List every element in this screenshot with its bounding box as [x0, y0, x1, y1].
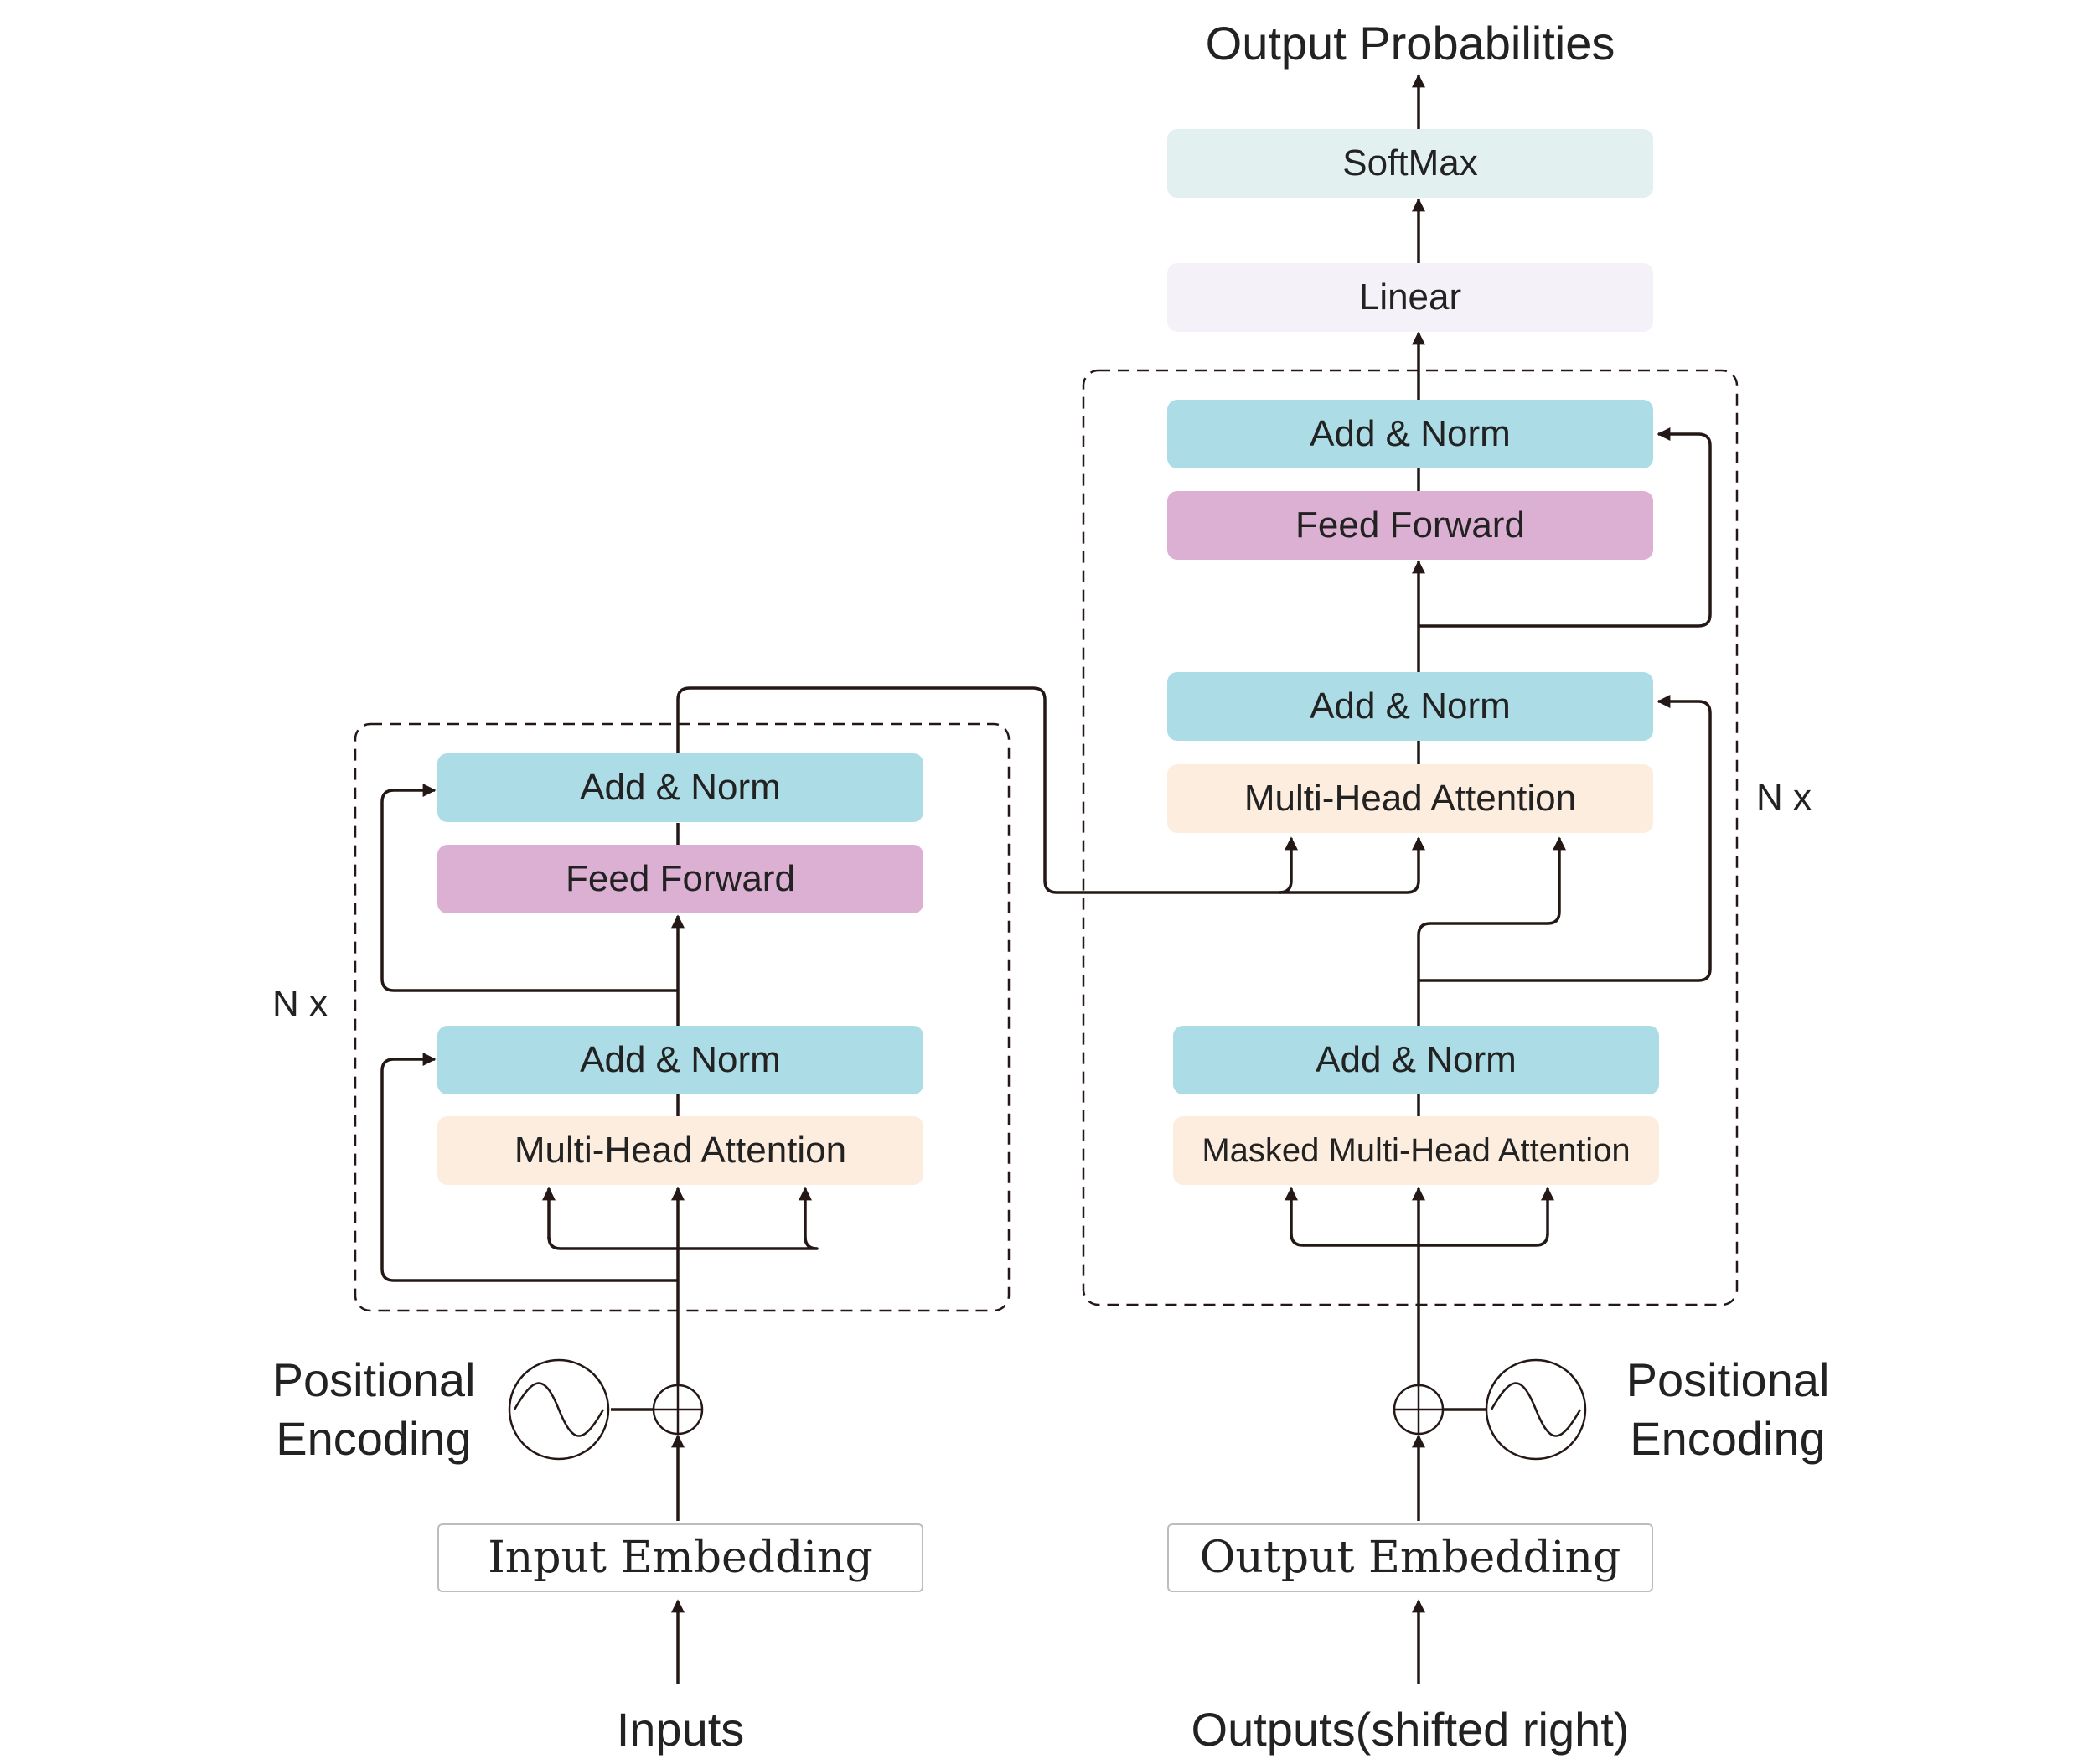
output-probabilities-label: Output Probabilities	[1205, 17, 1615, 70]
encoder-residual-1	[380, 1053, 678, 1282]
encoder-layer-boundary	[354, 722, 1011, 1312]
encoder-sinusoid-icon	[508, 1358, 610, 1461]
decoder-feed-forward-block: Feed Forward	[1167, 491, 1653, 560]
encoder-feed-forward-block: Feed Forward	[437, 845, 923, 913]
input-embedding-label: Input Embedding	[488, 1533, 873, 1583]
encoder-output-to-decoder	[676, 686, 1425, 894]
encoder-positional-encoding-label: Positional Encoding	[248, 1351, 499, 1468]
encoder-add-icon	[652, 1384, 704, 1436]
linear-label: Linear	[1358, 277, 1462, 318]
decoder-pe-line-1: Positional	[1626, 1353, 1830, 1406]
encoder-repeat-label: N x	[272, 983, 328, 1024]
decoder-add-norm-1-label: Add & Norm	[1316, 1039, 1517, 1080]
encoder-add-norm-1-label: Add & Norm	[580, 1039, 781, 1080]
encoder-residual-2	[380, 784, 678, 992]
output-embedding-label: Output Embedding	[1199, 1533, 1621, 1583]
encoder-add-norm-block-2: Add & Norm	[437, 753, 923, 822]
encoder-pe-line-2: Encoding	[276, 1412, 472, 1465]
decoder-ffn-label: Feed Forward	[1295, 504, 1525, 546]
decoder-residual-3	[1419, 427, 1712, 628]
encoder-mha-label: Multi-Head Attention	[514, 1130, 847, 1171]
linear-block: Linear	[1167, 263, 1653, 332]
encoder-attn-branch-left	[547, 1236, 678, 1250]
decoder-mha-label: Multi-Head Attention	[1243, 778, 1577, 819]
softmax-block: SoftMax	[1167, 129, 1653, 198]
decoder-multi-head-attention-block: Multi-Head Attention	[1167, 764, 1653, 833]
decoder-add-norm-block-3: Add & Norm	[1167, 400, 1653, 468]
encoder-output-branch	[1279, 836, 1298, 894]
decoder-add-norm-2-label: Add & Norm	[1310, 685, 1511, 727]
decoder-add-norm-3-label: Add & Norm	[1310, 413, 1511, 454]
encoder-add-norm-2-label: Add & Norm	[580, 767, 781, 808]
encoder-multi-head-attention-block: Multi-Head Attention	[437, 1116, 923, 1185]
softmax-label: SoftMax	[1342, 142, 1478, 184]
encoder-attn-branch	[678, 1236, 819, 1250]
decoder-repeat-label: N x	[1756, 777, 1812, 818]
decoder-sinusoid-icon	[1485, 1358, 1587, 1461]
decoder-masked-mha-label: Masked Multi-Head Attention	[1202, 1131, 1631, 1169]
encoder-pe-line-1: Positional	[271, 1353, 476, 1406]
decoder-add-icon	[1393, 1384, 1445, 1436]
encoder-add-norm-block-1: Add & Norm	[437, 1026, 923, 1094]
decoder-residual-2	[1419, 695, 1712, 982]
outputs-shifted-right-label: Outputs(shifted right)	[1191, 1703, 1630, 1756]
decoder-query-path	[1417, 836, 1566, 936]
decoder-add-norm-block-1: Add & Norm	[1173, 1026, 1659, 1094]
output-embedding-block: Output Embedding	[1167, 1523, 1653, 1592]
decoder-masked-attn-branch-right	[1419, 1233, 1549, 1247]
decoder-pe-line-2: Encoding	[1630, 1412, 1826, 1465]
decoder-masked-attn-branch	[1290, 1233, 1419, 1247]
decoder-layer-boundary	[1082, 369, 1739, 1306]
input-embedding-block: Input Embedding	[437, 1523, 923, 1592]
decoder-positional-encoding-label: Positional Encoding	[1602, 1351, 1853, 1468]
decoder-masked-multi-head-attention-block: Masked Multi-Head Attention	[1173, 1116, 1659, 1185]
encoder-ffn-label: Feed Forward	[566, 858, 795, 899]
decoder-add-norm-block-2: Add & Norm	[1167, 672, 1653, 741]
inputs-label: Inputs	[616, 1703, 745, 1756]
